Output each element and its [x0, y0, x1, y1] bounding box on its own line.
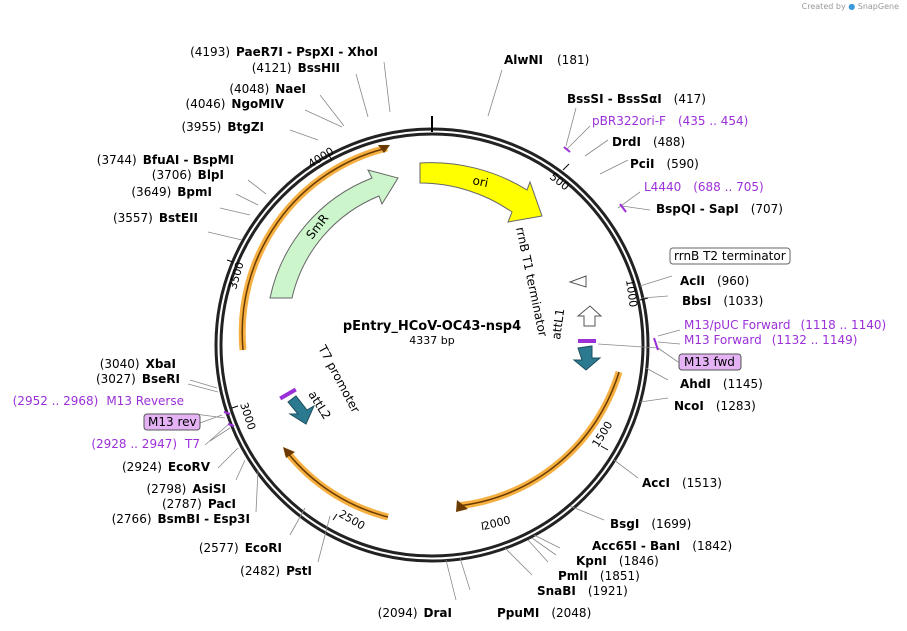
site-bpmi[interactable]: (3649)BpmI	[131, 185, 212, 199]
attl1-label: attL1	[549, 308, 567, 341]
ori-feature[interactable]	[419, 162, 543, 223]
attl1-feature[interactable]	[572, 345, 602, 371]
ori-label: ori	[471, 173, 489, 190]
primer-labels: pBR322ori-F(435 .. 454) L4440(688 .. 705…	[13, 114, 887, 451]
insert-arrow-bottom	[283, 447, 295, 458]
tick-3500: 3500	[226, 260, 246, 290]
site-acci[interactable]: AccI(1513)	[642, 476, 722, 490]
tick-500: 500	[547, 170, 572, 193]
site-acli[interactable]: AclI(960)	[680, 274, 749, 288]
site-ngomiv[interactable]: (4046)NgoMIV	[186, 97, 285, 111]
rrnb-t2-arrow	[568, 275, 587, 288]
site-ncoi[interactable]: NcoI(1283)	[674, 399, 756, 413]
site-btgzi[interactable]: (3955)BtgZI	[181, 120, 264, 134]
site-bani[interactable]: Acc65I - BanI(1842)	[592, 539, 732, 553]
site-naei[interactable]: (4048)NaeI	[229, 82, 306, 96]
attl2-feature[interactable]	[287, 395, 316, 425]
primer-t7[interactable]: (2928 .. 2947)T7	[91, 437, 200, 451]
primer-m13-forward[interactable]: M13 Forward(1132 .. 1149)	[684, 333, 857, 347]
credit: Created by ● SnapGene	[802, 2, 899, 11]
primer-m13-puc-forward[interactable]: M13/pUC Forward(1118 .. 1140)	[684, 318, 886, 332]
site-kpni[interactable]: KpnI(1846)	[576, 554, 659, 568]
site-labels: (4193)PaeR7I - PspXI - XhoI (4121)BssHII…	[96, 45, 783, 620]
site-bsssi[interactable]: BssSI - BssSαI(417)	[567, 92, 706, 106]
site-asisi[interactable]: (2798)AsiSI	[146, 482, 226, 496]
site-pmli[interactable]: PmlI(1851)	[558, 569, 640, 583]
site-xbai[interactable]: (3040)XbaI	[100, 357, 176, 371]
site-bsgi[interactable]: BsgI(1699)	[610, 517, 691, 531]
primer-l4440[interactable]: L4440(688 .. 705)	[644, 180, 764, 194]
site-drdi[interactable]: DrdI(488)	[612, 135, 685, 149]
insert-arc-left	[241, 147, 388, 351]
rrnb-t1-arrow	[576, 305, 603, 327]
tick-1000: 1000	[623, 279, 640, 309]
m13-rev-label[interactable]: M13 rev	[148, 415, 197, 429]
site-drai[interactable]: (2094)DraI	[378, 606, 452, 620]
smr-feature[interactable]	[269, 169, 399, 299]
tick-3000: 3000	[237, 401, 258, 432]
site-ecori[interactable]: (2577)EcoRI	[199, 541, 282, 555]
attl2-label: attL2	[305, 388, 333, 422]
site-alwni[interactable]: AlwNI(181)	[504, 53, 589, 67]
site-bseri[interactable]: (3027)BseRI	[96, 372, 180, 386]
site-bspmi[interactable]: (3744)BfuAI - BspMI	[97, 153, 234, 167]
primer-pbr322ori-f[interactable]: pBR322ori-F(435 .. 454)	[592, 114, 748, 128]
site-psti[interactable]: (2482)PstI	[240, 564, 312, 578]
insert-arc-bottom	[286, 451, 389, 518]
rrnb-t2-label[interactable]: rrnB T2 terminator	[674, 249, 786, 263]
insert-arrow-right	[456, 500, 468, 512]
site-snabi[interactable]: SnaBI(1921)	[537, 584, 628, 598]
m13-rev-box	[143, 413, 201, 431]
plasmid-name: pEntry_HCoV-OC43-nsp4	[343, 319, 521, 334]
primer-ticks	[223, 146, 659, 427]
rrnb-t2-box	[669, 247, 791, 265]
plasmid-length: 4337 bp	[409, 334, 454, 347]
insert-arrow-left	[378, 145, 390, 153]
credit-prefix: Created by	[801, 2, 846, 11]
site-ahdi[interactable]: AhdI(1145)	[680, 377, 763, 391]
credit-brand: SnapGene	[857, 2, 899, 11]
site-bsshii[interactable]: (4121)BssHII	[252, 61, 340, 75]
site-bbsi[interactable]: BbsI(1033)	[682, 294, 763, 308]
site-paci[interactable]: (2787)PacI	[162, 497, 236, 511]
site-xhoi[interactable]: (4193)PaeR7I - PspXI - XhoI	[190, 45, 378, 59]
m13-rev-primer-mark	[279, 387, 297, 401]
tick-2000: 2000	[482, 514, 512, 533]
m13-fwd-label[interactable]: M13 fwd	[684, 355, 735, 369]
backbone-inner	[219, 132, 645, 558]
site-sapi[interactable]: BspQI - SapI(707)	[656, 202, 783, 216]
site-ppumi[interactable]: PpuMI(2048)	[497, 606, 591, 620]
m13-fwd-primer-mark	[578, 339, 596, 343]
site-pcii[interactable]: PciI(590)	[630, 157, 699, 171]
insert-arc-right	[456, 371, 620, 507]
m13-fwd-box	[678, 353, 742, 371]
site-esp3i[interactable]: (2766)BsmBI - Esp3I	[112, 512, 250, 526]
snapgene-logo-icon: ●	[848, 2, 856, 11]
site-ecorv[interactable]: (2924)EcoRV	[122, 460, 211, 474]
site-blpi[interactable]: (3706)BlpI	[152, 168, 224, 182]
site-bsteii[interactable]: (3557)BstEII	[113, 211, 198, 225]
leader-lines	[187, 61, 681, 601]
primer-m13-reverse[interactable]: (2952 .. 2968)M13 Reverse	[13, 394, 184, 408]
insert-arc-bottom-glow	[284, 449, 389, 521]
